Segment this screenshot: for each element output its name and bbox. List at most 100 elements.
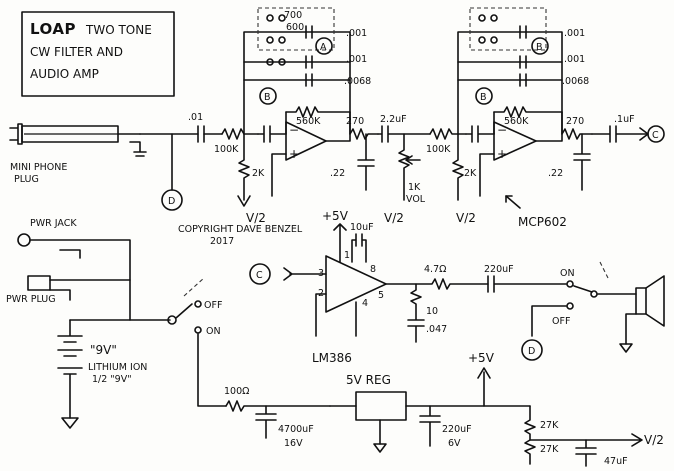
svg-text:.001: .001 bbox=[346, 28, 367, 39]
node-c-in bbox=[249, 263, 271, 285]
node-b-top bbox=[531, 37, 549, 55]
svg-text:220uF: 220uF bbox=[442, 424, 472, 435]
svg-text:−: − bbox=[497, 123, 507, 137]
resistor-27k-divider bbox=[524, 405, 536, 465]
svg-text:8: 8 bbox=[370, 264, 376, 275]
pwr-plug bbox=[27, 275, 51, 291]
resistor-4-7ohm bbox=[415, 278, 489, 290]
svg-text:LITHIUM ION: LITHIUM ION bbox=[88, 362, 147, 373]
resistor-100k-b bbox=[429, 128, 467, 140]
opamp-2: − + bbox=[493, 121, 537, 161]
svg-text:2.2uF: 2.2uF bbox=[380, 114, 407, 125]
svg-text:.001: .001 bbox=[564, 28, 585, 39]
resistor-2k-a bbox=[238, 133, 250, 201]
svg-text:560K: 560K bbox=[504, 116, 529, 127]
resistor-270-a bbox=[349, 128, 379, 140]
resistor-100k-a bbox=[221, 128, 259, 140]
svg-text:600: 600 bbox=[286, 22, 304, 33]
svg-text:2017: 2017 bbox=[210, 236, 234, 247]
svg-text:C: C bbox=[256, 270, 263, 281]
speaker bbox=[635, 275, 665, 327]
svg-text:10uF: 10uF bbox=[350, 222, 374, 233]
svg-text:5: 5 bbox=[378, 290, 384, 301]
title-line3: AUDIO AMP bbox=[30, 67, 99, 81]
resistor-560k-b bbox=[493, 106, 563, 118]
svg-text:5V REG: 5V REG bbox=[346, 373, 391, 387]
mini-phone-label-1: MINI PHONE bbox=[10, 162, 67, 173]
svg-text:.01: .01 bbox=[188, 112, 203, 123]
svg-text:COPYRIGHT DAVE BENZEL: COPYRIGHT DAVE BENZEL bbox=[178, 224, 303, 235]
volume-pot bbox=[398, 133, 410, 201]
node-b-right bbox=[475, 87, 493, 105]
speaker-switch bbox=[590, 290, 598, 298]
svg-text:27K: 27K bbox=[540, 420, 559, 431]
svg-text:D: D bbox=[528, 346, 535, 357]
svg-text:B: B bbox=[480, 92, 487, 103]
svg-text:100K: 100K bbox=[426, 144, 451, 155]
svg-text:PWR PLUG: PWR PLUG bbox=[6, 294, 56, 305]
title-line2: CW FILTER AND bbox=[30, 45, 123, 59]
svg-text:V/2: V/2 bbox=[644, 433, 664, 447]
resistor-100ohm bbox=[225, 400, 331, 412]
opamp-1: − + bbox=[285, 121, 327, 161]
svg-text:ON: ON bbox=[560, 268, 575, 279]
svg-text:4: 4 bbox=[362, 298, 368, 309]
svg-text:4.7Ω: 4.7Ω bbox=[424, 264, 446, 275]
svg-text:700: 700 bbox=[284, 10, 302, 21]
battery bbox=[57, 319, 83, 419]
svg-text:2K: 2K bbox=[464, 168, 477, 179]
svg-text:270: 270 bbox=[346, 116, 364, 127]
amp-lm386 bbox=[325, 255, 387, 313]
svg-text:.0068: .0068 bbox=[344, 76, 371, 87]
resistor-560k-a bbox=[285, 106, 351, 118]
svg-text:.0068: .0068 bbox=[562, 76, 589, 87]
node-c-out bbox=[647, 125, 665, 143]
mini-phone-label-2: PLUG bbox=[14, 174, 39, 185]
svg-text:MCP602: MCP602 bbox=[518, 215, 567, 229]
svg-text:100K: 100K bbox=[214, 144, 239, 155]
node-b-left bbox=[259, 87, 277, 105]
svg-text:560K: 560K bbox=[296, 116, 321, 127]
svg-text:A: A bbox=[320, 42, 327, 53]
svg-text:C: C bbox=[652, 130, 659, 141]
title-block: LOAP TWO TONE CW FILTER AND AUDIO AMP bbox=[21, 11, 175, 97]
pwr-jack bbox=[17, 233, 31, 247]
svg-text:.001: .001 bbox=[346, 54, 367, 65]
svg-text:.22: .22 bbox=[330, 168, 345, 179]
svg-text:10: 10 bbox=[426, 306, 438, 317]
mini-phone-plug: MINI PHONE PLUG bbox=[9, 123, 147, 185]
title-line1: TWO TONE bbox=[85, 23, 152, 37]
svg-text:LM386: LM386 bbox=[312, 351, 352, 365]
resistor-2k-b bbox=[452, 133, 464, 201]
svg-text:100Ω: 100Ω bbox=[224, 386, 249, 397]
svg-text:V/2: V/2 bbox=[246, 211, 266, 225]
svg-text:ON: ON bbox=[206, 326, 221, 337]
svg-text:2K: 2K bbox=[252, 168, 265, 179]
node-d-left bbox=[161, 189, 183, 211]
svg-text:1/2 "9V": 1/2 "9V" bbox=[92, 374, 132, 385]
svg-text:1K: 1K bbox=[408, 182, 421, 193]
svg-text:+: + bbox=[497, 147, 507, 161]
svg-text:B: B bbox=[536, 42, 543, 53]
svg-text:47uF: 47uF bbox=[604, 456, 628, 467]
title-bold: LOAP bbox=[30, 20, 76, 38]
svg-text:"9V": "9V" bbox=[90, 343, 117, 357]
svg-text:.1uF: .1uF bbox=[614, 114, 635, 125]
power-switch bbox=[167, 315, 177, 325]
svg-text:PWR JACK: PWR JACK bbox=[30, 218, 77, 229]
resistor-270-b bbox=[561, 128, 593, 140]
node-d-bottom bbox=[521, 339, 543, 361]
svg-text:+: + bbox=[289, 147, 299, 161]
svg-text:6V: 6V bbox=[448, 438, 461, 449]
svg-text:V/2: V/2 bbox=[384, 211, 404, 225]
svg-text:4700uF: 4700uF bbox=[278, 424, 314, 435]
svg-text:1: 1 bbox=[344, 250, 350, 261]
svg-text:−: − bbox=[289, 123, 299, 137]
svg-text:+5V: +5V bbox=[322, 209, 349, 223]
node-a bbox=[315, 37, 333, 55]
svg-text:27K: 27K bbox=[540, 444, 559, 455]
svg-text:OFF: OFF bbox=[204, 300, 222, 311]
svg-text:OFF: OFF bbox=[552, 316, 570, 327]
